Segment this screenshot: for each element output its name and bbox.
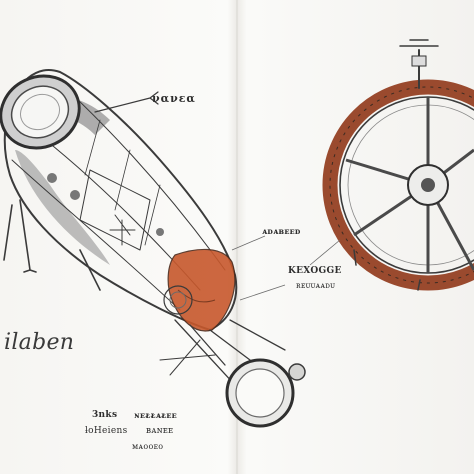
landing-leg-1 — [19, 199, 37, 273]
hull-shadow — [15, 150, 110, 265]
wheel-mast-top — [399, 39, 439, 47]
mid-note-sublabel: ʀᴇᴜᴜᴀᴀᴅᴜ — [296, 281, 336, 290]
bottom-label-a1: 3nks — [92, 410, 118, 420]
landing-leg-2 — [3, 204, 13, 261]
wheel-mast-box — [411, 55, 427, 67]
wheel-feet — [353, 249, 421, 291]
nose-porthole-glass — [10, 85, 70, 139]
wheel-drawing — [309, 39, 474, 291]
capsule-craft-drawing — [0, 69, 306, 428]
hull-port-1 — [47, 173, 57, 183]
lower-struts — [174, 319, 286, 386]
bottom-label-b3: ᴍᴀᴏᴏᴇᴏ — [132, 442, 164, 451]
leader-line-3 — [309, 239, 341, 266]
mid-note-label: KEXOGGE — [288, 266, 342, 276]
bottom-pod-glass — [235, 368, 285, 418]
bottom-label-b1: ɴᴇᴌᴌᴀᴌᴇᴇ — [134, 410, 177, 420]
antenna — [94, 91, 159, 113]
interior-cross — [109, 214, 136, 246]
side-pod — [288, 363, 306, 381]
lower-braces — [159, 339, 216, 376]
wheel-note-label: ᴀᴅᴀʙᴇᴇᴅ — [262, 226, 301, 236]
hull-rib-2 — [11, 159, 181, 311]
script-label: ilaben — [4, 330, 75, 355]
interior-frame — [79, 169, 151, 251]
wheel-axle — [421, 178, 435, 192]
bottom-label-b2: ʙᴀɴᴇᴇ — [146, 426, 174, 436]
engine-hatch — [163, 285, 193, 315]
leader-line-2 — [239, 284, 286, 301]
nose-porthole-inner — [20, 93, 60, 131]
wheel-rim-texture — [329, 86, 474, 284]
capsule-hull — [3, 69, 238, 331]
wheel-outer-rim — [322, 79, 474, 291]
hull-port-3 — [156, 228, 164, 236]
hull-port-2 — [70, 190, 80, 200]
engine-section-rust — [167, 248, 236, 332]
engine-hatch-inner — [169, 291, 187, 309]
bottom-label-a2: ƚoHeiens — [85, 426, 128, 436]
leader-line-1 — [231, 235, 266, 251]
landing-leg-3 — [79, 249, 101, 291]
craft-top-label: νανεα — [152, 92, 196, 105]
